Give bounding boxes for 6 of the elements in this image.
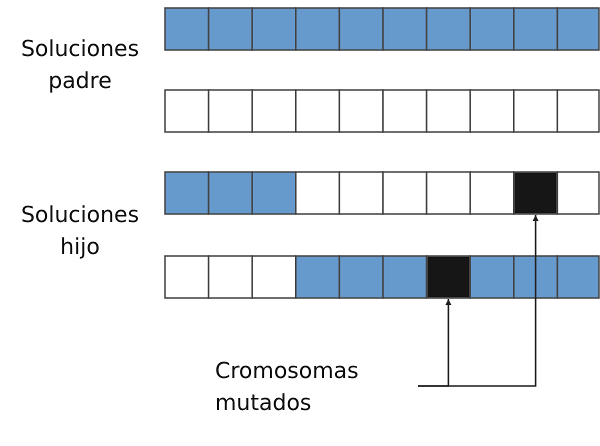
row-label: Soluciones padre (20, 36, 140, 96)
callout-text: Cromosomas mutados (215, 358, 360, 418)
mutated-gene-cell (426, 256, 470, 298)
mutated-gene-cell (514, 172, 558, 214)
row-label: Soluciones hijo (20, 202, 140, 262)
leader-arrow (418, 299, 452, 387)
